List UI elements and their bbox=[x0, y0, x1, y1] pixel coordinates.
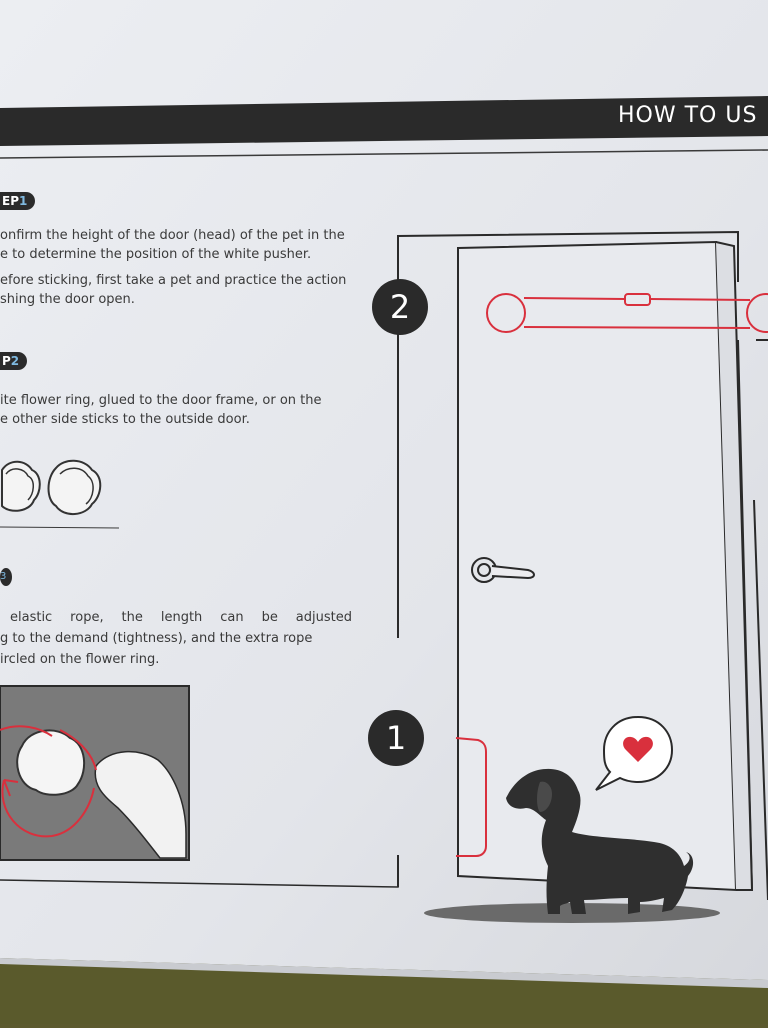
step2-badge-text: P bbox=[2, 354, 11, 368]
speech-bubble bbox=[595, 715, 674, 791]
step2-divider bbox=[0, 526, 120, 529]
step3-badge-number: 3 bbox=[0, 571, 7, 582]
header-rule bbox=[0, 149, 768, 159]
flower-ring-icons bbox=[0, 459, 102, 515]
photo-hand bbox=[94, 750, 187, 859]
step3-line-2: g to the demand (tightness), and the ext… bbox=[0, 631, 313, 646]
box-bottom-edge bbox=[0, 958, 768, 988]
step1-badge: EP1 bbox=[0, 192, 36, 210]
door-edge bbox=[715, 241, 754, 891]
step3-badge-shape bbox=[0, 568, 12, 586]
step2-line-1: ite flower ring, glued to the door frame… bbox=[0, 393, 322, 408]
step1-badge-number: 1 bbox=[19, 194, 28, 208]
right-door-edge bbox=[753, 339, 768, 901]
photo-rope-top bbox=[0, 725, 97, 771]
step1-line-2: e to determine the position of the white… bbox=[0, 247, 312, 262]
step1-line-1: onfirm the height of the door (head) of … bbox=[0, 228, 345, 243]
step-marker-2-label: 2 bbox=[389, 288, 411, 326]
door-handle bbox=[471, 557, 535, 583]
step-marker-1 bbox=[368, 710, 424, 766]
step-marker-1-label: 1 bbox=[385, 719, 407, 757]
dog-ear bbox=[537, 781, 552, 812]
white-pusher bbox=[455, 737, 487, 857]
page-heading: HOW TO US bbox=[618, 103, 758, 128]
step2-line-2: e other side sticks to the outside door. bbox=[0, 412, 250, 427]
photo-rope-loop bbox=[1, 779, 95, 838]
top-rope-assembly bbox=[486, 293, 768, 333]
step1-badge-text: EP bbox=[2, 194, 19, 208]
photo-flower-ring bbox=[16, 729, 86, 796]
step1-line-4: shing the door open. bbox=[0, 292, 135, 307]
step3-line-3: ircled on the flower ring. bbox=[0, 652, 160, 667]
dog-silhouette bbox=[506, 768, 694, 914]
step2-badge-number: 2 bbox=[10, 354, 20, 368]
step3-line-1: elastic rope, the length can be adjusted bbox=[10, 610, 352, 625]
heart-icon bbox=[623, 736, 653, 762]
step1-line-3: efore sticking, first take a pet and pra… bbox=[0, 273, 347, 288]
step2-badge: P2 bbox=[0, 352, 28, 370]
step-marker-2 bbox=[372, 279, 428, 335]
header-bar bbox=[0, 96, 768, 146]
